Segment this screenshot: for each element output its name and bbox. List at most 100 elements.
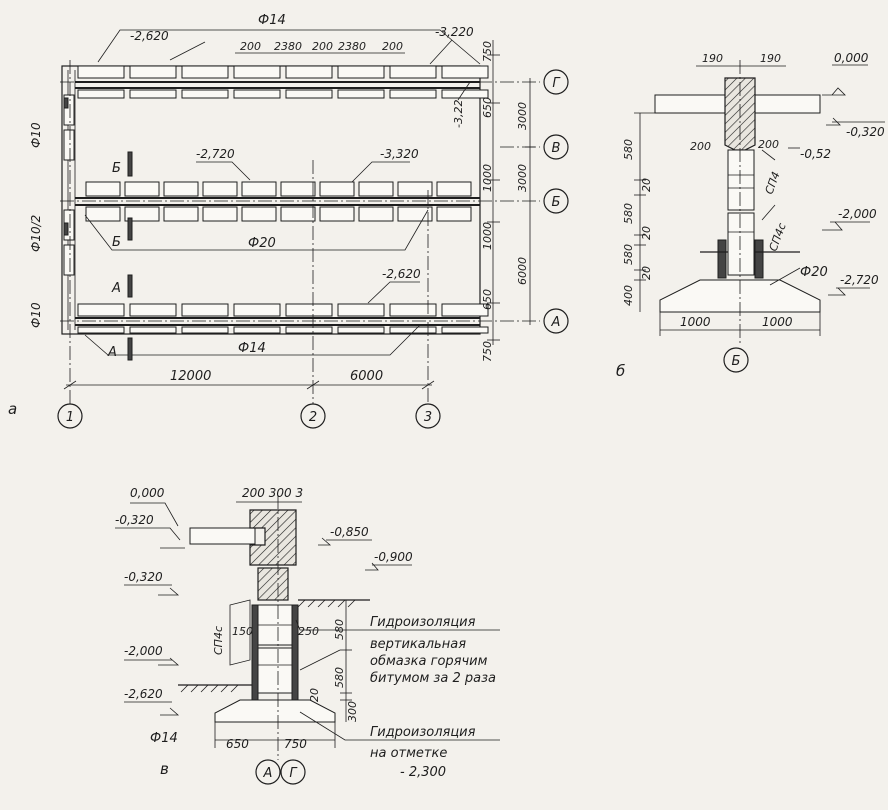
- plan-foundation-block: [285, 89, 333, 99]
- section-v-dim-250: 250: [298, 625, 319, 638]
- plan-foundation-block: [85, 206, 121, 222]
- plan-foundation-block: [233, 89, 281, 99]
- svg-text:Б: Б: [552, 195, 561, 210]
- axis-bubble-2: 2: [300, 403, 326, 429]
- plan-dim-650-top: 650: [481, 97, 494, 118]
- plan-foundation-block: [389, 303, 437, 317]
- plan-foundation-block: [129, 89, 177, 99]
- plan-rebar-bottom: Ф14: [238, 341, 266, 356]
- svg-text:Б: Б: [732, 354, 741, 369]
- axis-bubble-g: Г: [543, 69, 569, 95]
- section-v-dim-580-b: 580: [333, 667, 346, 688]
- plan-span-2380-a: 2380: [274, 40, 302, 53]
- section-b-dim-580-b: 580: [622, 203, 635, 224]
- plan-dim-1000-b: 1000: [481, 222, 494, 250]
- section-b-wall-block-1: [727, 149, 755, 211]
- section-v-footing: [214, 699, 336, 723]
- plan-beam-strips: [75, 81, 480, 326]
- cut-mark-a-bottom: [127, 337, 133, 361]
- plan-cut-label-a-bottom: А: [107, 345, 117, 360]
- section-b-dim-20-c: 20: [640, 266, 653, 280]
- section-v-wall-block-2: [257, 647, 293, 694]
- plan-cut-label-a-top: А: [111, 281, 121, 296]
- section-v-note2-line1: Гидроизоляция: [370, 725, 476, 740]
- section-b-elev-2720: -2,720: [840, 273, 879, 287]
- section-v-note1-line3: обмазка горячим: [370, 654, 488, 669]
- section-v-joint-left: [251, 604, 259, 701]
- plan-block-rows: [77, 65, 489, 334]
- section-b-elev-0: 0,000: [834, 51, 869, 65]
- section-b-dim-200-left: 200: [690, 140, 711, 153]
- plan-dim-12000: 12000: [170, 369, 211, 384]
- plan-foundation-block: [77, 89, 125, 99]
- section-v-dim-650: 650: [226, 737, 249, 751]
- plan-foundation-block: [241, 181, 277, 197]
- plan-leaders: [84, 29, 481, 356]
- section-b-slab-left: [654, 94, 726, 114]
- plan-elev-mid-left: -2,720: [196, 147, 235, 161]
- svg-text:2: 2: [309, 410, 317, 425]
- plan-foundation-block: [233, 303, 281, 317]
- section-b: Б 190 190 0,000 -0,320 200 200 -0,52 СП4…: [616, 51, 885, 380]
- section-v-axis-bubble-g: Г: [280, 759, 306, 785]
- svg-text:А: А: [263, 766, 273, 781]
- plan-foundation-block: [397, 206, 433, 222]
- section-v-note2-line2: на отметке: [370, 746, 447, 761]
- section-v-note1-line1: Гидроизоляция: [370, 615, 476, 630]
- plan-foundation-block: [389, 65, 437, 79]
- plan-dim-750-top: 750: [481, 41, 494, 62]
- svg-text:Г: Г: [289, 766, 298, 781]
- section-b-mark-sp4c: СП4с: [767, 221, 789, 253]
- plan-foundation-block: [181, 89, 229, 99]
- section-b-dim-400: 400: [622, 285, 635, 306]
- section-v-note1-line4: битумом за 2 раза: [370, 671, 496, 686]
- plan-foundation-block: [181, 326, 229, 334]
- plan-outline: [61, 65, 481, 335]
- plan-foundation-block: [124, 206, 160, 222]
- section-b-dim-200-right: 200: [758, 138, 779, 151]
- plan-elev-mid-right: -3,320: [380, 147, 419, 161]
- section-b-rebar: Ф20: [800, 265, 828, 280]
- plan-left-wall-blocks: [63, 94, 75, 276]
- plan-foundation-block: [319, 181, 355, 197]
- section-b-dim-580-c: 580: [622, 244, 635, 265]
- plan-foundation-block: [441, 65, 489, 79]
- section-b-elev-320: -0,320: [846, 125, 885, 139]
- plan-rebar-top: Ф14: [258, 13, 286, 28]
- plan-dim-750-bot: 750: [481, 341, 494, 362]
- plan-rebar-middle: Ф20: [248, 236, 276, 251]
- cut-mark-b-bottom: [127, 217, 133, 241]
- plan-dim-6000-v: 6000: [516, 257, 529, 285]
- section-v-slab: [189, 527, 256, 545]
- section-b-mark-sp4: СП4: [763, 170, 783, 196]
- plan-foundation-block: [441, 326, 489, 334]
- section-v-panel-label: в: [160, 760, 169, 778]
- plan-foundation-block: [358, 206, 394, 222]
- section-v-joint-right: [291, 604, 299, 701]
- plan-foundation-block: [181, 303, 229, 317]
- section-b-dim-1000-left: 1000: [680, 315, 711, 329]
- plan-foundation-block: [129, 65, 177, 79]
- section-b-elev-2000: -2,000: [838, 207, 877, 221]
- section-v-beam-head: [249, 509, 297, 566]
- axis-bubble-v: В: [543, 134, 569, 160]
- plan-grid-axes: [60, 60, 540, 404]
- section-v-elev-320-a: -0,320: [115, 513, 154, 527]
- axis-bubble-b: Б: [543, 188, 569, 214]
- section-v-elev-2000: -2,000: [124, 644, 163, 658]
- svg-text:1: 1: [66, 410, 74, 425]
- plan-foundation-block: [436, 181, 472, 197]
- plan-dim-3000-b: 3000: [516, 164, 529, 192]
- plan-foundation-block: [202, 181, 238, 197]
- section-v-dim-580-a: 580: [333, 619, 346, 640]
- plan-dim-3000-a: 3000: [516, 102, 529, 130]
- plan-foundation-block: [285, 326, 333, 334]
- section-v-rebar: Ф14: [150, 731, 178, 746]
- plan-rebar-left-mid: Ф10/2: [29, 215, 43, 252]
- section-v-dim-300: 300: [346, 701, 359, 722]
- plan-foundation-block: [280, 206, 316, 222]
- plan-foundation-block: [124, 181, 160, 197]
- cut-mark-a-top: [127, 274, 133, 298]
- plan-foundation-block: [233, 65, 281, 79]
